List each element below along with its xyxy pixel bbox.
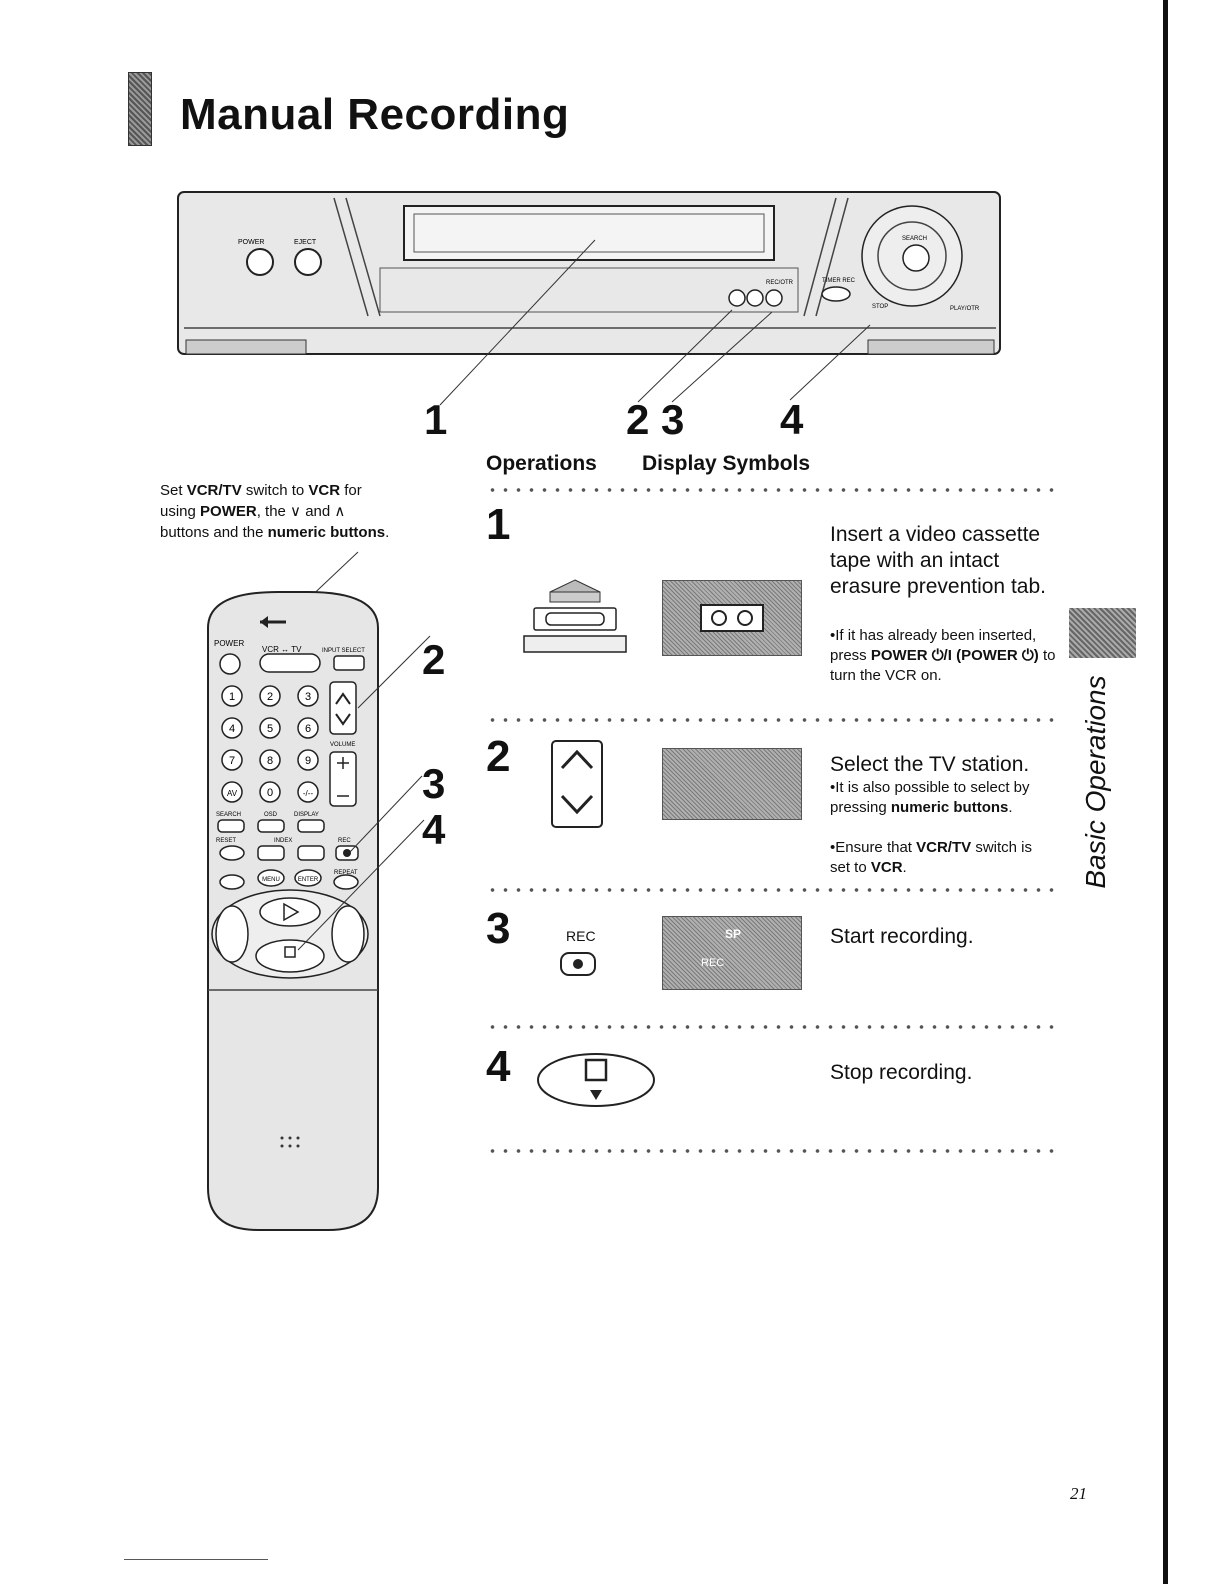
step-4-text: Stop recording. [830, 1061, 973, 1084]
remote-digit-0: 0 [267, 787, 273, 799]
footer-rule [124, 1559, 268, 1560]
section-side-label: Basic Operations [1080, 675, 1111, 889]
vcr-eject-label: EJECT [294, 239, 317, 246]
callout-2-3: 2 3 [626, 396, 685, 443]
remote-digit-1: 1 [229, 691, 235, 703]
vcr-power-label: POWER [238, 239, 264, 246]
rec-indicator: REC [701, 957, 725, 969]
step-2-text: Select the TV station. [830, 753, 1030, 776]
callout-1: 1 [424, 396, 448, 443]
remote-control-illustration: POWER VCR ↔ TV INPUT SELECT 1 2 3 4 5 6 … [207, 551, 431, 1231]
title-marker [128, 72, 152, 146]
operations-heading: Operations [486, 452, 597, 475]
stop-button-icon [537, 1053, 655, 1107]
rec-button-label: REC [566, 928, 596, 944]
remote-digit-8: 8 [267, 755, 273, 767]
channel-up-down-button-icon [551, 740, 603, 828]
remote-search-label: SEARCH [216, 812, 241, 818]
step-2-number: 2 [486, 732, 511, 781]
remote-digit-7: 7 [229, 755, 235, 767]
vcr-front-panel-illustration: POWER EJECT REC/OTR TIMER REC SEARCH STO… [177, 191, 1001, 355]
step-2-note-2: •Ensure that VCR/TV switch is set to VCR… [830, 839, 1032, 876]
vcr-timer-label: TIMER REC [822, 278, 856, 284]
remote-callout-2: 2 [422, 636, 446, 683]
remote-reset-label: RESET [216, 838, 236, 844]
step-1-note: •If it has already been inserted, press … [830, 627, 1056, 684]
remote-power-label: POWER [214, 639, 244, 648]
channel-display-symbol [662, 748, 802, 820]
step-2-note-1: •It is also possible to select by pressi… [830, 779, 1030, 816]
remote-repeat-label: REPEAT [334, 870, 358, 876]
page-edge-bar [1163, 0, 1168, 1584]
cassette-display-symbol [662, 580, 802, 656]
remote-volume-label: VOLUME [330, 742, 355, 748]
remote-index-label: INDEX [274, 838, 292, 844]
remote-digit-4: 4 [229, 723, 235, 735]
remote-vcr-tv-label: VCR ↔ TV [262, 645, 302, 654]
remote-rec-label: REC [338, 838, 351, 844]
cassette-insert-icon [523, 579, 627, 653]
dotted-divider [486, 1024, 1058, 1030]
remote-digit-5: 5 [267, 723, 273, 735]
step-3-text: Start recording. [830, 925, 974, 948]
remote-digit-2: 2 [267, 691, 273, 703]
dotted-divider [486, 487, 1058, 493]
vcr-stop-label: STOP [872, 304, 888, 310]
vcr-rec-label: REC/OTR [766, 280, 794, 286]
remote-digit-3: 3 [305, 691, 311, 703]
dotted-divider [486, 1148, 1058, 1154]
remote-digit-dash: -/-- [303, 789, 314, 798]
remote-digit-6: 6 [305, 723, 311, 735]
intro-instructions: Set VCR/TV switch to VCR for using POWER… [160, 482, 390, 541]
remote-callout-4: 4 [422, 806, 446, 853]
callout-4: 4 [780, 396, 804, 443]
vcr-search-label: SEARCH [902, 236, 927, 242]
step-1-number: 1 [486, 500, 511, 549]
remote-digit-9: 9 [305, 755, 311, 767]
page-title: Manual Recording [180, 90, 570, 139]
section-tab-marker [1069, 608, 1136, 658]
vcr-play-label: PLAY/OTR [950, 306, 980, 312]
rec-button-icon [560, 952, 596, 976]
dotted-divider [486, 717, 1058, 723]
dotted-divider [486, 887, 1058, 893]
cassette-icon [700, 604, 764, 632]
step-4-number: 4 [486, 1042, 511, 1091]
remote-menu-label: MENU [262, 877, 280, 883]
remote-osd-label: OSD [264, 812, 278, 818]
recording-display-symbol: SP REC [662, 916, 802, 990]
tape-speed-indicator: SP [725, 927, 742, 941]
remote-digit-av: AV [227, 789, 238, 798]
vcr-leader-lines [439, 239, 871, 406]
remote-display-label: DISPLAY [294, 812, 319, 818]
remote-callout-3: 3 [422, 760, 446, 807]
display-symbols-heading: Display Symbols [642, 452, 811, 475]
page-number: 21 [1070, 1484, 1087, 1503]
remote-input-select-label: INPUT SELECT [322, 648, 365, 654]
step-3-number: 3 [486, 904, 511, 953]
remote-enter-label: ENTER [298, 877, 319, 883]
step-1-text: Insert a video cassette tape with an int… [830, 523, 1046, 598]
